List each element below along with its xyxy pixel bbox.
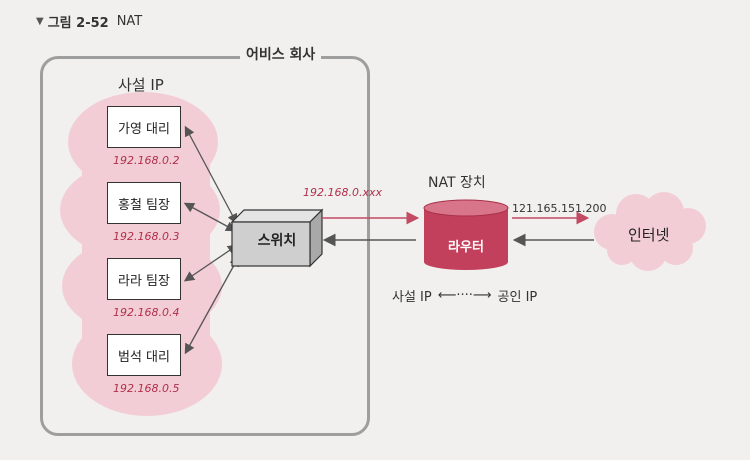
host-switch-link <box>183 202 237 232</box>
internet-cloud <box>594 192 706 271</box>
ip-translation-note: 사설 IP ⟵····⟶ 공인 IP <box>392 286 537 305</box>
host-box: 범석 대리 <box>107 334 181 376</box>
host-switch-link <box>184 255 240 355</box>
bidirectional-arrow-icon: ⟵····⟶ <box>437 288 492 303</box>
host-ip-label: 192.168.0.2 <box>113 154 180 167</box>
host-ip-label: 192.168.0.5 <box>113 382 180 395</box>
company-label: 어비스 회사 <box>240 44 322 64</box>
host-ip-label: 192.168.0.4 <box>113 306 180 319</box>
figure-title: NAT <box>116 14 143 29</box>
router-label: 라우터 <box>448 240 484 255</box>
host-ip-label: 192.168.0.3 <box>113 230 180 243</box>
host-box: 라라 팀장 <box>107 258 181 300</box>
switch-label: 스위치 <box>257 233 297 249</box>
switch-ip-label: 192.168.0.xxx <box>303 186 383 199</box>
public-ip-text: 공인 IP <box>497 290 538 305</box>
figure-number: 그림 2-52 <box>47 16 109 31</box>
internet-label: 인터넷 <box>628 226 670 244</box>
public-ip-label: 121.165.151.200 <box>512 202 607 215</box>
host-box: 가영 대리 <box>107 106 181 148</box>
router-device <box>423 199 509 270</box>
private-ip-title: 사설 IP <box>118 76 164 94</box>
nat-device-title: NAT 장치 <box>428 175 486 191</box>
caption-triangle-icon: ▼ <box>36 16 44 27</box>
company-boundary <box>40 56 370 436</box>
switch-device <box>230 208 324 268</box>
host-box: 홍철 팀장 <box>107 182 181 224</box>
private-ip-text: 사설 IP <box>392 290 432 305</box>
figure-caption: ▼ 그림 2-52 NAT <box>36 12 142 31</box>
